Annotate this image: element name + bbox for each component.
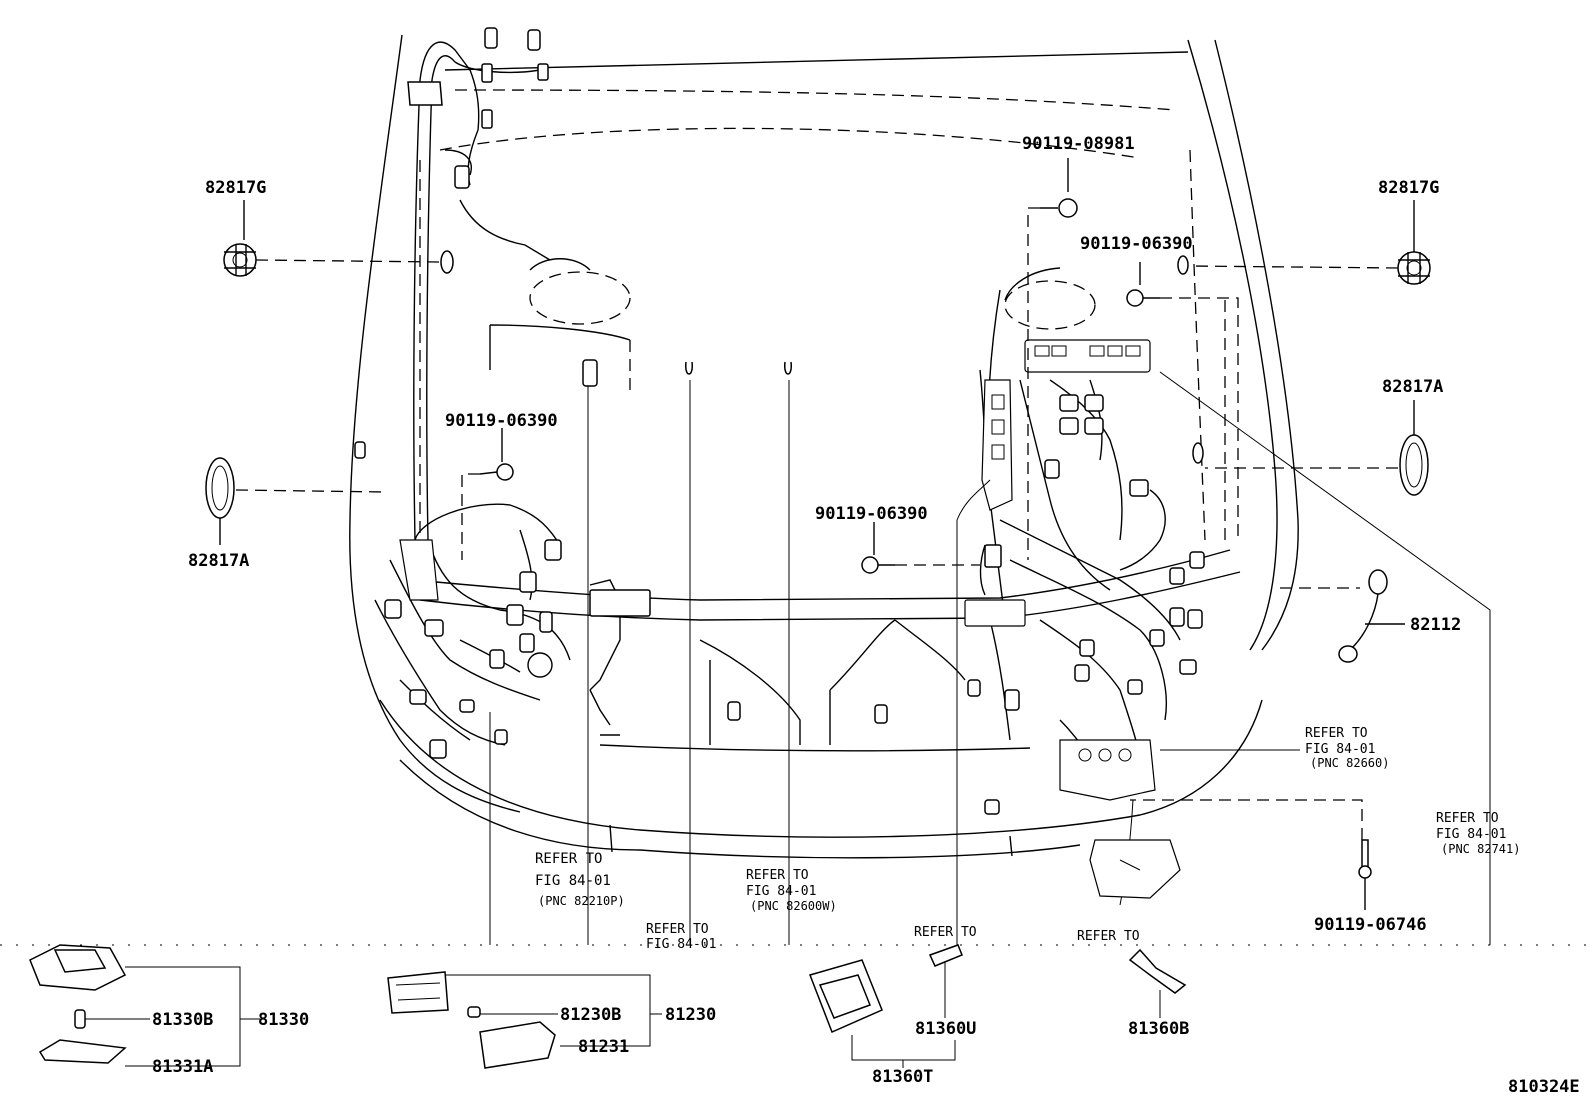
label-82112: 82112 [1410, 615, 1461, 635]
label-90119-06390-left: 90119-06390 [445, 411, 558, 431]
grommet-right-oval-part [1205, 400, 1429, 496]
grommet-right-top-part [1189, 200, 1431, 285]
figure-code: 810324E [1508, 1077, 1580, 1097]
wire-harness [374, 27, 1205, 815]
refer-note-line: (PNC 82660) [1310, 756, 1389, 770]
socket-assy-group [809, 959, 956, 1068]
refer-note-5: REFER TO [1077, 929, 1140, 944]
refer-note-line: REFER TO [1305, 726, 1368, 741]
refer-note-line: REFER TO [914, 925, 977, 940]
leader-lines [489, 359, 1491, 945]
bolt-lower-right-part [1130, 799, 1372, 910]
label-82817g-right: 82817G [1378, 178, 1439, 198]
lamp-assy-group [29, 944, 262, 1067]
sensor-wire-part [1280, 569, 1405, 663]
bolt-upper-right-part [1027, 158, 1078, 560]
refer-note-82660: REFER TO FIG 84-01 (PNC 82660) [1305, 726, 1389, 770]
label-81230b: 81230B [560, 1005, 621, 1025]
refer-note-line: (PNC 82600W) [750, 899, 837, 913]
refer-note-82741: REFER TO FIG 84-01 (PNC 82741) [1436, 811, 1520, 856]
label-90119-06390-right: 90119-06390 [1080, 234, 1193, 254]
map-lamp-group [387, 971, 662, 1069]
grommet-left-top-part [223, 200, 441, 277]
label-81360b: 81360B [1128, 1019, 1189, 1039]
refer-note-2: REFER TO FIG 84-01 [646, 922, 716, 952]
label-81360t: 81360T [872, 1067, 933, 1087]
grommet-left-oval-part [205, 457, 386, 545]
bulb-u-group [928, 944, 963, 1018]
refer-notes: REFER TO FIG 84-01 (PNC 82210P) REFER TO… [535, 726, 1520, 952]
refer-note-line: REFER TO [535, 851, 602, 867]
label-90119-06390-center: 90119-06390 [815, 504, 928, 524]
refer-note-line: (PNC 82741) [1441, 842, 1520, 856]
refer-note-line: FIG 84-01 [746, 884, 816, 899]
refer-note-line: REFER TO [646, 922, 709, 937]
label-90119-06746: 90119-06746 [1314, 915, 1427, 935]
vehicle-body-outline [349, 34, 1299, 859]
bolt-center-part [861, 522, 980, 574]
refer-note-line: FIG 84-01 [535, 873, 611, 889]
refer-note-line: FIG 84-01 [1436, 827, 1506, 842]
label-81230: 81230 [665, 1005, 716, 1025]
label-90119-08981: 90119-08981 [1022, 134, 1135, 154]
label-81330b: 81330B [152, 1010, 213, 1030]
refer-note-line: FIG 84-01 [646, 937, 716, 952]
refer-note-82600w: REFER TO FIG 84-01 (PNC 82600W) [746, 868, 837, 913]
refer-note-line: FIG 84-01 [1305, 742, 1375, 757]
label-81360u: 81360U [915, 1019, 976, 1039]
bolt-left-part [461, 428, 514, 560]
refer-note-line: REFER TO [1077, 929, 1140, 944]
label-81331a: 81331A [152, 1057, 213, 1077]
refer-note-line: REFER TO [746, 868, 809, 883]
bolt-right-mid-part [1126, 262, 1239, 540]
bulb-b-group [1128, 948, 1187, 1018]
refer-note-line: REFER TO [1436, 811, 1499, 826]
label-81330: 81330 [258, 1010, 309, 1030]
refer-note-82210p: REFER TO FIG 84-01 (PNC 82210P) [535, 851, 625, 908]
label-82817a-left: 82817A [188, 551, 249, 571]
refer-note-line: (PNC 82210P) [538, 894, 625, 908]
label-82817a-right: 82817A [1382, 377, 1443, 397]
label-82817g-left: 82817G [205, 178, 266, 198]
part-number-labels: 82817G 82817G 82817A 82817A 90119-08981 … [152, 134, 1580, 1097]
refer-note-4: REFER TO [914, 925, 977, 940]
label-81231: 81231 [578, 1037, 629, 1057]
